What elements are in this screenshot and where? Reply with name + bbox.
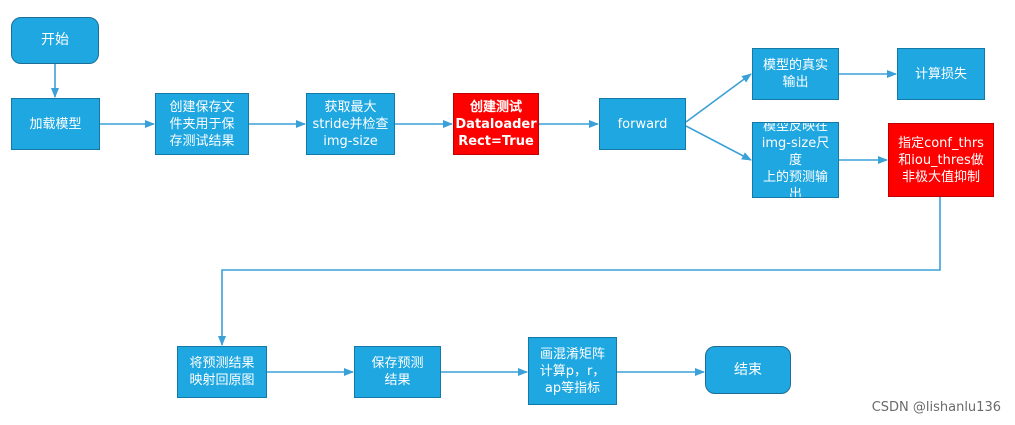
node-compute-loss: 计算损失 xyxy=(897,48,985,100)
arrow-nms-to-map xyxy=(218,197,941,346)
watermark: CSDN @lishanlu136 xyxy=(871,400,1001,415)
node-map-back: 将预测结果 映射回原图 xyxy=(177,346,267,398)
node-end: 结束 xyxy=(705,346,791,394)
node-nms: 指定conf_thrs 和iou_thres做 非极大值抑制 xyxy=(888,123,994,197)
node-load-model: 加载模型 xyxy=(11,98,100,150)
arrow-forward-to-real xyxy=(685,73,752,123)
node-save-result: 保存预测 结果 xyxy=(354,346,441,398)
node-real-output: 模型的真实 输出 xyxy=(752,48,839,100)
node-pred-output: 模型反映在 img-size尺度 上的预测输 出 xyxy=(752,122,839,198)
node-create-folder: 创建保存文 件夹用于保 存测试结果 xyxy=(155,93,249,155)
node-get-stride: 获取最大 stride并检查 img-size xyxy=(306,93,395,155)
node-create-dataloader: 创建测试 Dataloader Rect=True xyxy=(453,93,539,155)
node-forward: forward xyxy=(599,98,686,150)
arrow-forward-to-pred xyxy=(685,125,752,161)
node-confusion-matrix: 画混淆矩阵 计算p，r， ap等指标 xyxy=(528,337,617,405)
node-start: 开始 xyxy=(11,17,99,64)
